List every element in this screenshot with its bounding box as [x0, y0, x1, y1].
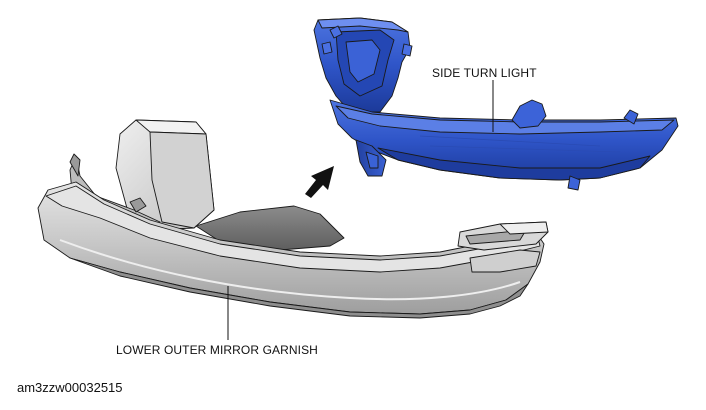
- lower-outer-mirror-garnish-part: [37, 119, 549, 319]
- image-reference-code: am3zzw00032515: [17, 380, 123, 395]
- side-turn-light-part: [313, 17, 679, 191]
- side-turn-light-label: SIDE TURN LIGHT: [432, 66, 537, 80]
- lower-outer-mirror-garnish-label: LOWER OUTER MIRROR GARNISH: [116, 343, 318, 357]
- install-direction-arrow: [305, 166, 334, 198]
